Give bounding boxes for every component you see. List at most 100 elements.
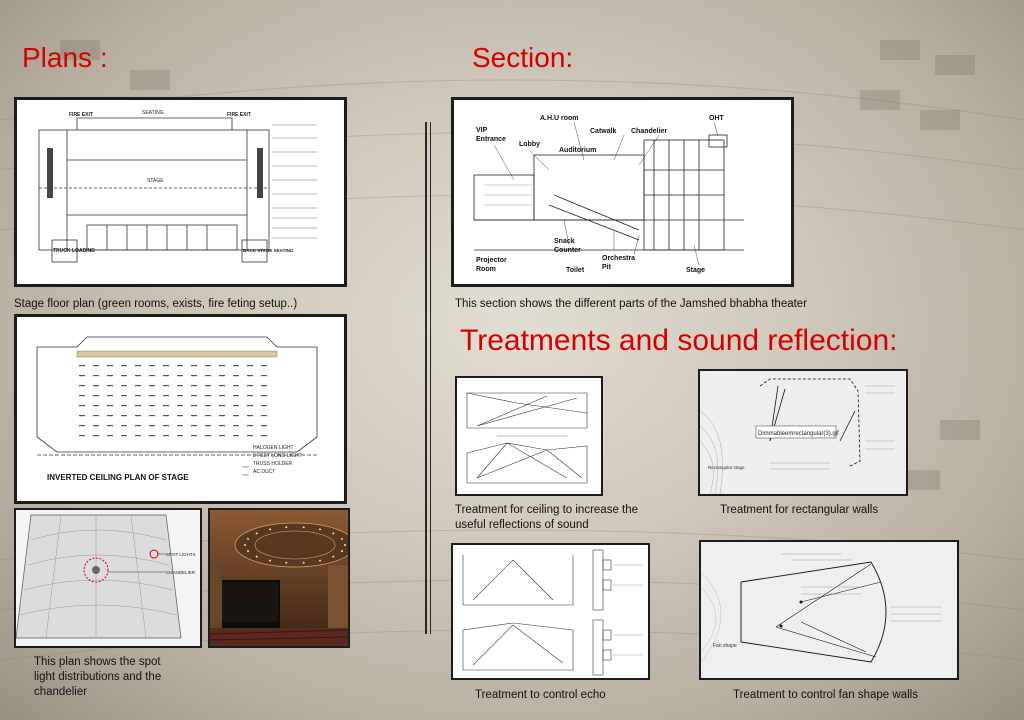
rect-walls-treatment-drawing: Dimmableemrectangular(3).gif Rectangular…: [698, 369, 908, 496]
ceiling-light-dot: [244, 544, 246, 546]
ceiling-light-dot: [344, 544, 346, 546]
ceiling-light-mark: [261, 375, 267, 377]
ceiling-light-mark: [177, 425, 183, 427]
ceiling-light-mark: [135, 375, 141, 377]
ceiling-light-mark: [149, 425, 155, 427]
ahu-room-label: A.H.U room: [540, 115, 579, 122]
snack-counter-label-1: Snack: [554, 238, 575, 245]
ceiling-light-mark: [149, 415, 155, 417]
ceiling-light-mark: [121, 425, 127, 427]
ceiling-light-mark: [79, 425, 85, 427]
ceiling-light-mark: [177, 395, 183, 397]
ceiling-light-mark: [79, 415, 85, 417]
ceiling-light-mark: [261, 405, 267, 407]
ceiling-treatment-drawing: [455, 376, 603, 496]
section-caption: This section shows the different parts o…: [455, 298, 808, 310]
ceiling-light-mark: [107, 435, 113, 437]
ceiling-light-mark: [163, 425, 169, 427]
echo-treatment-drawing: [451, 543, 650, 680]
ceiling-light-dot: [302, 526, 305, 529]
treatments-heading: Treatments and sound reflection:: [460, 324, 898, 357]
ceiling-light-mark: [261, 415, 267, 417]
ceiling-light-mark: [233, 395, 239, 397]
ceiling-light-mark: [79, 375, 85, 377]
orchestra-pit-label-2: Pit: [602, 264, 612, 271]
ceiling-light-mark: [121, 435, 127, 437]
ceiling-light-mark: [107, 405, 113, 407]
floor-plan-caption: Stage floor plan (green rooms, exists, f…: [14, 298, 298, 310]
floor-plan-drawing: FIRE EXIT SEATING FIRE EXIT STAGE TRUCK …: [14, 97, 347, 287]
ceiling-light-mark: [191, 405, 197, 407]
ceiling-light-mark: [121, 365, 127, 367]
ceiling-light-mark: [135, 395, 141, 397]
ceiling-light-mark: [233, 425, 239, 427]
stage-label-section: Stage: [686, 267, 705, 274]
ceiling-light-mark: [177, 405, 183, 407]
ceiling-light-mark: [205, 425, 211, 427]
ceiling-light-mark: [79, 395, 85, 397]
ceiling-light-mark: [163, 435, 169, 437]
ceiling-light-mark: [247, 385, 253, 387]
chandelier-label-plan: CHANDELIER: [166, 570, 196, 575]
ceiling-light-mark: [163, 395, 169, 397]
ceiling-light-mark: [149, 395, 155, 397]
ceiling-light-mark: [247, 405, 253, 407]
ceiling-light-dot: [247, 537, 250, 540]
ceiling-light-mark: [177, 375, 183, 377]
ceiling-light-dot: [319, 559, 321, 562]
ceiling-light-mark: [177, 435, 183, 437]
vip-label-2: Entrance: [476, 136, 506, 143]
ceiling-light-mark: [93, 405, 99, 407]
ceiling-light-mark: [219, 375, 225, 377]
spot-plan-caption-2: light distributions and the: [34, 671, 162, 683]
rectangular-stage-label: Rectangular stage: [708, 465, 745, 470]
ceiling-light-mark: [261, 425, 267, 427]
ceiling-light-mark: [191, 425, 197, 427]
ceiling-light-mark: [107, 415, 113, 417]
ceiling-light-mark: [121, 375, 127, 377]
ceiling-light-mark: [135, 365, 141, 367]
ceiling-light-mark: [177, 365, 183, 367]
ceiling-light-mark: [233, 435, 239, 437]
spot-lights-label: SPOT LIGHTS: [166, 552, 196, 557]
ceiling-light-mark: [149, 435, 155, 437]
seating-label: SEATING: [142, 110, 164, 116]
ceiling-light-mark: [191, 395, 197, 397]
ceiling-light-mark: [93, 415, 99, 417]
ceiling-light-dot: [332, 555, 335, 558]
oht-label: OHT: [709, 115, 725, 122]
ceiling-light-mark: [93, 425, 99, 427]
ceiling-light-dot: [247, 550, 250, 553]
ceiling-light-mark: [121, 395, 127, 397]
auditorium-photo: [208, 508, 350, 648]
fire-exit-right-label: FIRE EXIT: [227, 112, 251, 118]
ceiling-light-mark: [149, 385, 155, 387]
ceiling-light-mark: [205, 365, 211, 367]
ceiling-light-mark: [233, 415, 239, 417]
ceiling-light-mark: [121, 385, 127, 387]
ceiling-light-mark: [219, 415, 225, 417]
ceiling-light-mark: [93, 435, 99, 437]
ceiling-light-mark: [93, 375, 99, 377]
echo-caption: Treatment to control echo: [475, 689, 606, 701]
legend-truss-holder: TRUSS HOLDER: [253, 461, 293, 467]
ceiling-light-mark: [205, 435, 211, 437]
spot-plan-caption-1: This plan shows the spot: [34, 656, 161, 668]
ceiling-light-mark: [191, 385, 197, 387]
section-heading: Section:: [472, 42, 574, 73]
ceiling-light-dot: [302, 561, 305, 564]
stage-label: STAGE: [147, 178, 164, 184]
ceiling-light-dot: [332, 532, 335, 535]
catwalk-label: Catwalk: [590, 128, 617, 135]
ceiling-plan-drawing: INVERTED CEILING PLAN OF STAGE HALOGEN L…: [14, 314, 347, 504]
spot-plan-caption-3: chandelier: [34, 686, 88, 698]
fan-shape-label: Fan shape: [713, 643, 737, 649]
ceiling-light-mark: [135, 405, 141, 407]
ceiling-light-mark: [205, 375, 211, 377]
ceiling-light-mark: [149, 405, 155, 407]
ceiling-light-mark: [191, 365, 197, 367]
ceiling-light-dot: [340, 537, 343, 540]
ceiling-light-mark: [163, 365, 169, 367]
ceiling-light-mark: [247, 395, 253, 397]
ceiling-light-dot: [269, 528, 271, 531]
